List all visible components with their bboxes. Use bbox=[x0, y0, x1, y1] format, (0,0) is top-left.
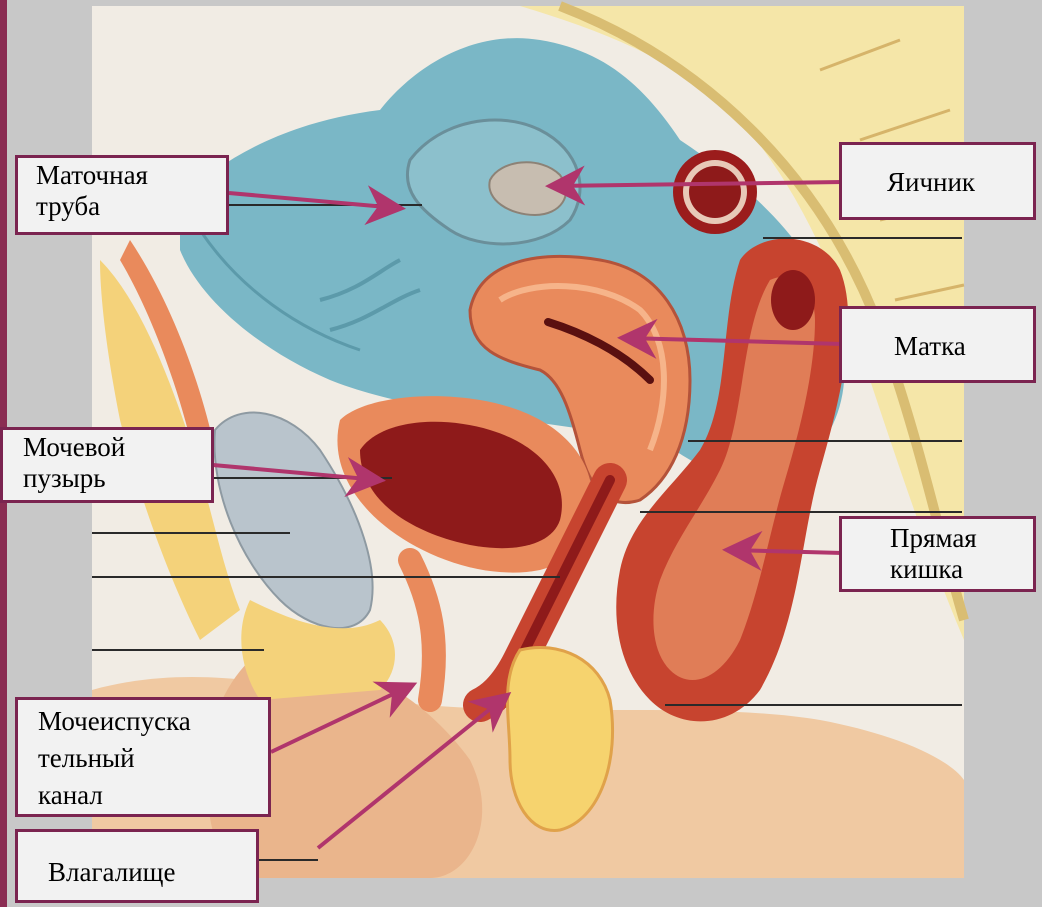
label-urethra: Мочеиспуска тельный канал bbox=[15, 697, 271, 817]
label-ovary: Яичник bbox=[839, 142, 1036, 220]
label-bladder: Мочевой пузырь bbox=[0, 427, 214, 503]
label-vagina: Влагалище bbox=[15, 829, 259, 903]
label-fallopian-tube-text: Маточная труба bbox=[36, 160, 226, 222]
label-ovary-text: Яичник bbox=[887, 167, 1033, 198]
label-urethra-text: Мочеиспуска тельный канал bbox=[38, 703, 268, 814]
label-rectum-text: Прямая кишка bbox=[890, 523, 1033, 585]
ovary-right-inner bbox=[689, 166, 741, 218]
label-uterus: Матка bbox=[839, 306, 1036, 383]
label-bladder-text: Мочевой пузырь bbox=[23, 432, 211, 494]
rectum-lumen-top bbox=[771, 270, 815, 330]
label-rectum: Прямая кишка bbox=[839, 516, 1036, 592]
label-fallopian-tube: Маточная труба bbox=[15, 155, 229, 235]
label-vagina-text: Влагалище bbox=[48, 857, 256, 888]
label-uterus-text: Матка bbox=[894, 331, 1033, 362]
